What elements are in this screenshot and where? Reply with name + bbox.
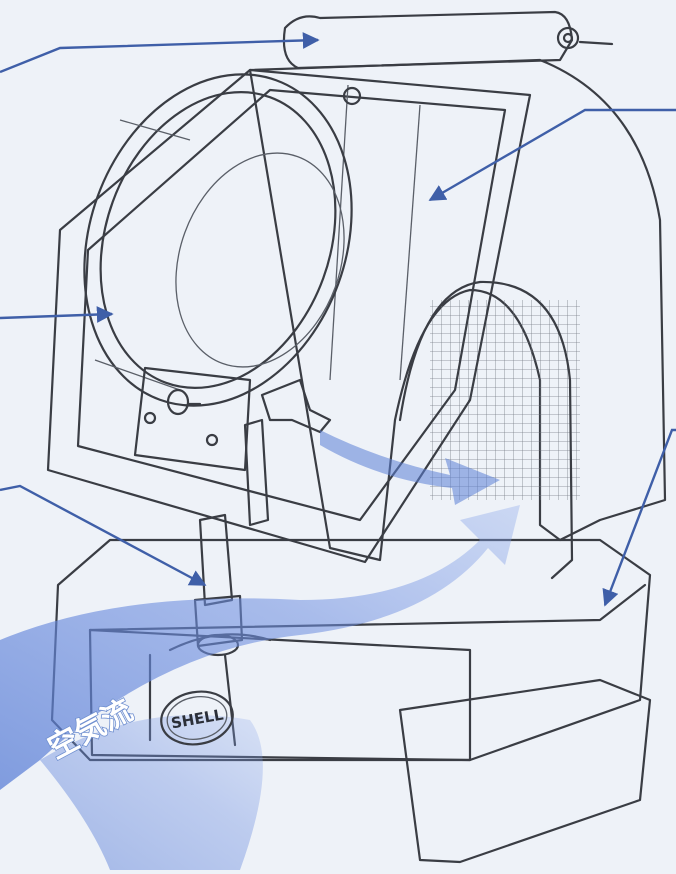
- callout-leaders: [0, 32, 676, 607]
- lens-ring: [83, 73, 353, 407]
- nozzle-joint-callout: [0, 484, 207, 587]
- top-handle-callout: [0, 32, 320, 74]
- airflow-arrow-lower: [40, 715, 263, 870]
- lens-ring-callout: [0, 306, 114, 323]
- airflow-arrows: [0, 430, 520, 870]
- airflow-arrow-inner: [320, 430, 500, 505]
- airflow-arrow-main: [0, 505, 520, 790]
- mount-plate: [133, 366, 252, 472]
- window-panel-callout: [428, 108, 676, 202]
- top-handle: [282, 10, 614, 70]
- side-opening-callout: [602, 428, 676, 607]
- front-frame: [46, 68, 532, 564]
